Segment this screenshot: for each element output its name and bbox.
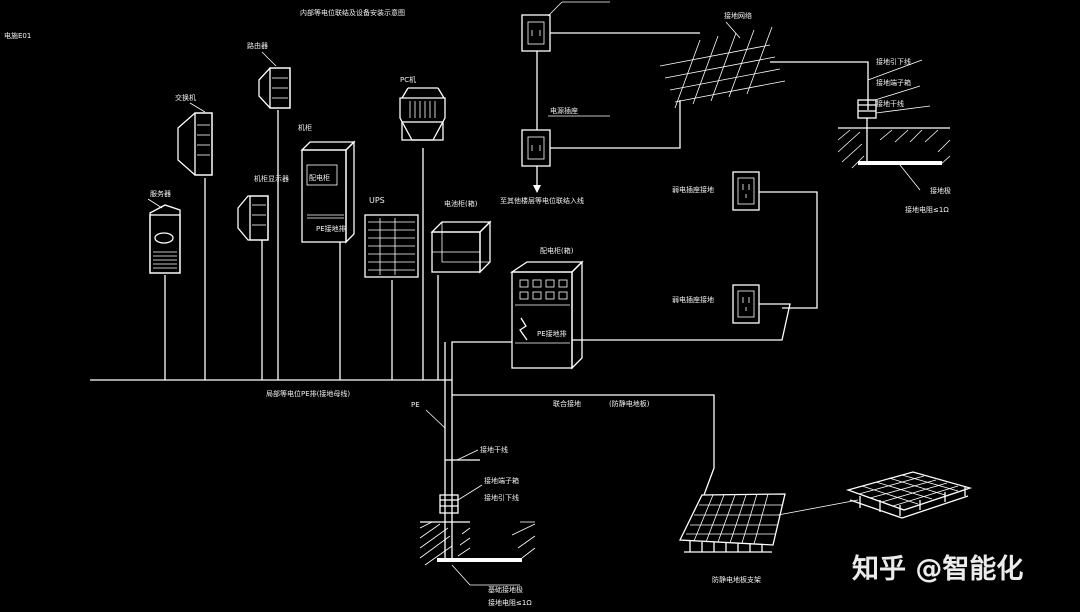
bottom-ground-l1: 接地干线 (480, 445, 508, 454)
down-arrow-icon (533, 185, 541, 193)
pe-bus-label: 局部等电位PE排(接地母线) (266, 389, 350, 398)
right-ground-l1: 接地引下线 (876, 57, 911, 66)
bottom-ground-assembly (419, 459, 536, 586)
socket-middle-label: 电源插座 (550, 106, 578, 115)
socket-right-upper-label: 弱电插座接地 (672, 185, 714, 194)
bottom-link-line (452, 394, 715, 496)
socket-right-link-2 (600, 303, 791, 341)
pe-label: PE (411, 401, 420, 409)
right-ground-l4: 接地极 (930, 186, 951, 195)
equipotential-label: 联合接地 (553, 399, 581, 408)
right-ground-l3: 接地干线 (876, 99, 904, 108)
pc-icon (399, 87, 446, 141)
server-label: 服务器 (150, 189, 171, 198)
cabinet-inner-bottom: PE接地排 (316, 224, 346, 233)
socket-top (521, 14, 551, 52)
battery-box-icon (430, 220, 492, 274)
right-ground-l5: 接地电阻≤1Ω (905, 205, 949, 214)
switch-icon (177, 112, 213, 176)
kvm-label: 路由器 (247, 41, 268, 50)
battery-box-label: 电池柜(箱) (444, 199, 478, 208)
mesh-label: 防静电地板支架 (712, 575, 761, 584)
socket-right-upper (732, 171, 760, 211)
bottom-ground-l2: 接地端子箱 (484, 476, 519, 485)
bottom-ground-l4: 基础接地极 (488, 585, 523, 594)
arrow-label: 至其他楼层等电位联结入线 (500, 196, 584, 205)
equipotential-grid (845, 471, 973, 519)
socket-right-link-1 (759, 191, 818, 309)
bottom-ground-l5: 接地电阻≤1Ω (488, 598, 532, 607)
mesh-to-ground-line (770, 61, 869, 110)
grid-mesh-label: 接地网络 (724, 11, 752, 20)
cabinet-inner-top: 配电柜 (309, 173, 330, 182)
socket-middle (521, 129, 551, 167)
ups-icon (364, 214, 419, 278)
socket-right-lower (732, 284, 760, 324)
pc-label: PC机 (400, 75, 416, 84)
right-ground-assembly (837, 99, 951, 169)
right-ground-l2: 接地端子箱 (876, 78, 911, 87)
socket-right-lower-label: 弱电插座接地 (672, 295, 714, 304)
kvm-icon (258, 67, 291, 109)
corner-mark: 电施E01 (4, 31, 31, 40)
distribution-panel-pe: PE接地排 (537, 329, 567, 338)
cabinet-label: 机柜 (298, 123, 312, 132)
bottom-ground-l3: 接地引下线 (484, 493, 519, 502)
router-icon (237, 195, 269, 241)
server-icon (149, 204, 181, 274)
switch-label: 交换机 (175, 93, 196, 102)
cabinet-icon (300, 140, 356, 244)
watermark-text: 知乎 @智能化 (852, 553, 1023, 585)
device-drops (164, 110, 439, 380)
ups-label: UPS (369, 196, 385, 205)
ground-mesh-top (659, 26, 786, 109)
distribution-panel-icon (509, 260, 584, 370)
router-label: 机柜显示器 (254, 174, 289, 183)
floor-ground-label: (防静电地板) (609, 399, 650, 408)
panel-ground-line (451, 341, 512, 560)
distribution-panel-label: 配电柜(箱) (540, 246, 574, 255)
socket-middle-link (550, 100, 681, 149)
diagram-title: 内部等电位联结及设备安装示意图 (300, 8, 405, 17)
raised-floor-mesh (678, 493, 786, 553)
